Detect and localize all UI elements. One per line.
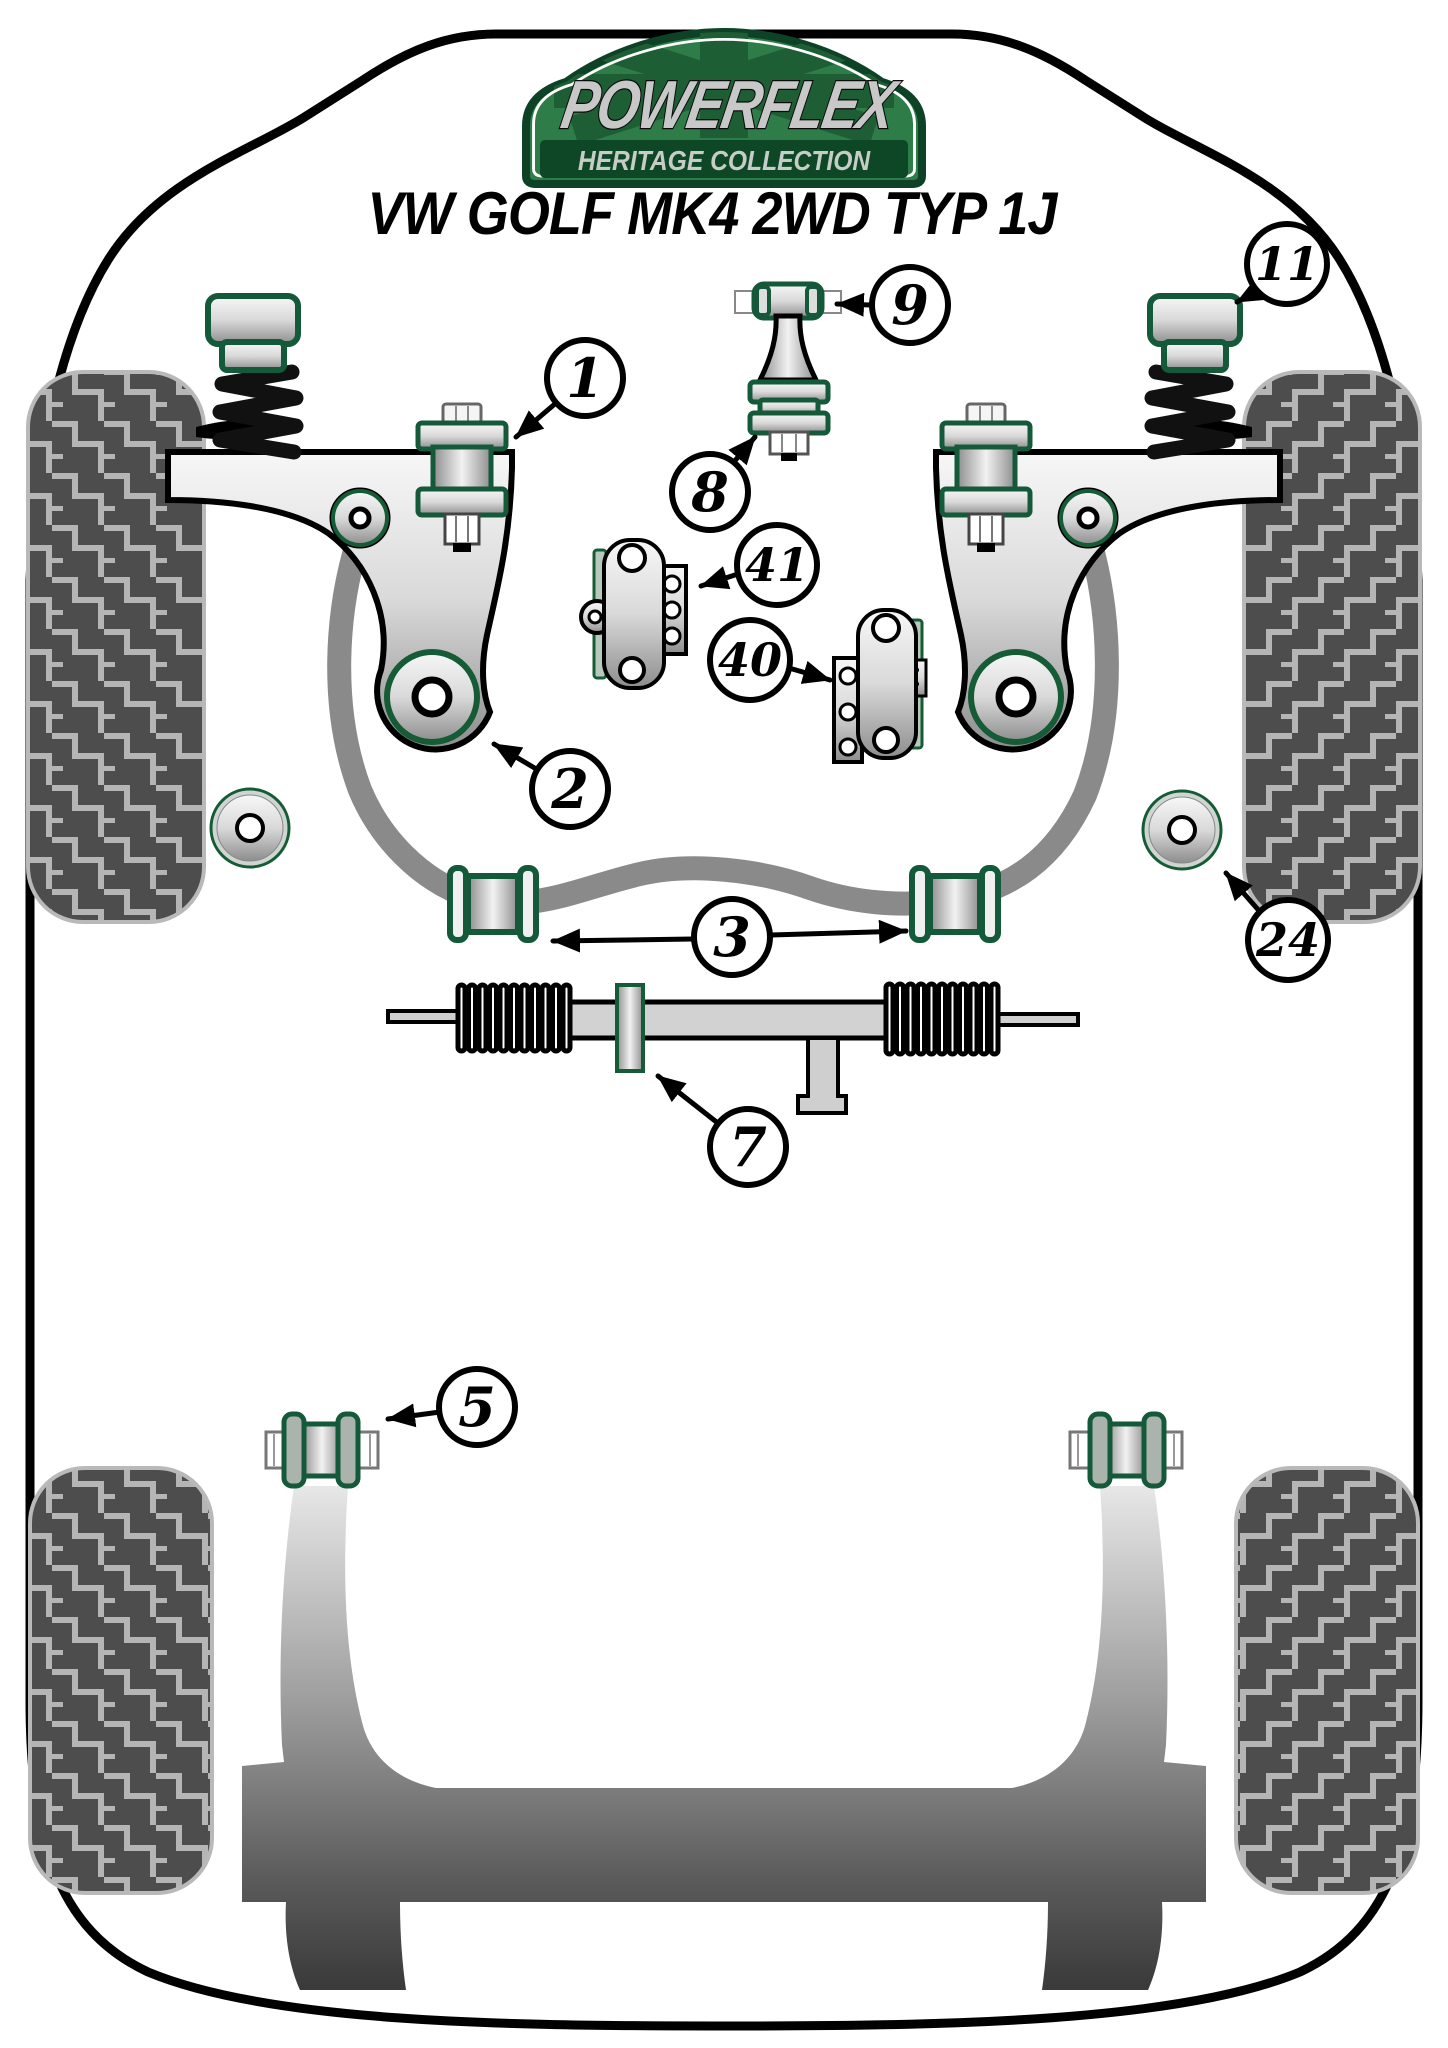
wishbone-rear-bushing-hole [411,676,453,718]
callout-arrow [1223,870,1264,916]
callout-arrow [655,1073,722,1127]
callout-41: 41 [698,522,820,608]
engine-mount-41 [579,538,688,690]
rear-left-tire [28,1466,214,1895]
callout-5: 5 [385,1366,518,1448]
strut-top-mount [205,293,301,373]
steering-tie-rod-right [994,1012,1080,1027]
callout-arrow [768,919,909,944]
callout-number: 11 [1255,237,1319,291]
front-left-suspension-assembly [165,293,539,943]
callout-arrow [491,741,541,773]
callout-circle [1245,897,1331,983]
mount41-bracket-hole [662,574,682,594]
callout-arrow [786,660,833,684]
callout-number: 1 [566,346,604,410]
callout-3: 3 [550,896,909,978]
brand-collection: HERITAGE COLLECTION [578,145,871,177]
callout-2: 2 [491,741,611,830]
lower-engine-mount [734,281,842,461]
callout-7: 7 [655,1073,789,1188]
callout-circle [544,337,626,419]
callout-arrow [698,566,741,590]
callout-number: 3 [713,905,751,969]
anti-roll-bar-bushing [447,865,539,943]
steering-rack-boot-right [883,981,1001,1057]
dogbone-tip [781,453,797,461]
callout-1: 1 [513,337,626,440]
mount40-bracket-hole [838,666,858,686]
subframe-bushing-hole [348,506,372,530]
washer-left [209,787,291,869]
brand-badge: POWERFLEX HERITAGE COLLECTION [522,27,926,188]
gearbox-mount-40 [832,608,928,764]
dogbone-flange-b [747,410,831,436]
coil-spring [212,364,304,460]
callout-number: 8 [690,460,729,524]
diagram-title: VW GOLF MK4 2WD TYP 1J [367,180,1058,247]
callout-number: 41 [745,538,809,592]
callout-11: 11 [1234,221,1330,307]
rear-beam-axle [242,1486,1206,1990]
mount41-bracket-hole [662,626,682,646]
wishbone-front-bushing [415,402,509,552]
callouts: 1 2 3 5 7 8 9 [385,221,1331,1448]
callout-circle [691,896,773,978]
steering-rack [386,981,1080,1115]
mount40-bracket-hole [838,702,858,722]
callout-arrow [834,292,874,317]
callout-40: 40 [707,617,833,703]
rear-right-tire [1234,1466,1420,1895]
callout-24: 24 [1223,870,1331,983]
callout-circle [1244,221,1330,307]
front-left-tire [26,370,206,924]
anti-roll-bar [327,516,1119,916]
callout-arrow [385,1403,443,1428]
callout-circle [669,451,751,533]
callout-number: 9 [891,273,929,337]
brand-name: POWERFLEX [556,68,904,143]
callout-number: 24 [1255,913,1320,967]
callout-number: 2 [550,757,589,821]
callout-number: 40 [718,633,782,687]
steering-tie-rod-left [386,1009,466,1024]
callout-number: 7 [729,1115,767,1179]
mount40-top-hole [871,613,901,643]
mount40-bottom-hole [872,726,900,754]
callout-arrow [513,400,559,440]
mount41-top-hole [617,543,647,573]
callout-number: 5 [458,1375,496,1439]
steering-rack-bracket [796,1036,848,1115]
washer-right [1141,789,1223,871]
callout-8: 8 [669,434,758,533]
steering-rack-mount-bush [615,983,645,1073]
callout-arrow [550,928,696,953]
mount41-body [602,538,666,690]
mount41-ear-hole [587,609,603,625]
dogbone-bush-ring-left [755,285,771,317]
callout-circle [529,748,611,830]
rear-beam-bush-left [264,1411,380,1489]
callout-circle [869,264,951,346]
steering-rack-boot-left [455,982,573,1054]
callout-9: 9 [834,264,951,346]
badge-union-jack [554,32,894,146]
dogbone-nut [768,430,810,456]
mount41-bottom-hole [618,656,646,684]
callout-arrow [728,434,758,466]
mount41-bracket-hole [662,600,682,620]
callout-circle [707,617,793,703]
callout-circle [734,522,820,608]
callout-circle [436,1366,518,1448]
mount40-body [856,608,918,760]
badge-banner [540,140,908,178]
dogbone-bush-ring-right [805,285,821,317]
callout-circle [707,1106,789,1188]
mount40-bracket-hole [838,737,858,757]
